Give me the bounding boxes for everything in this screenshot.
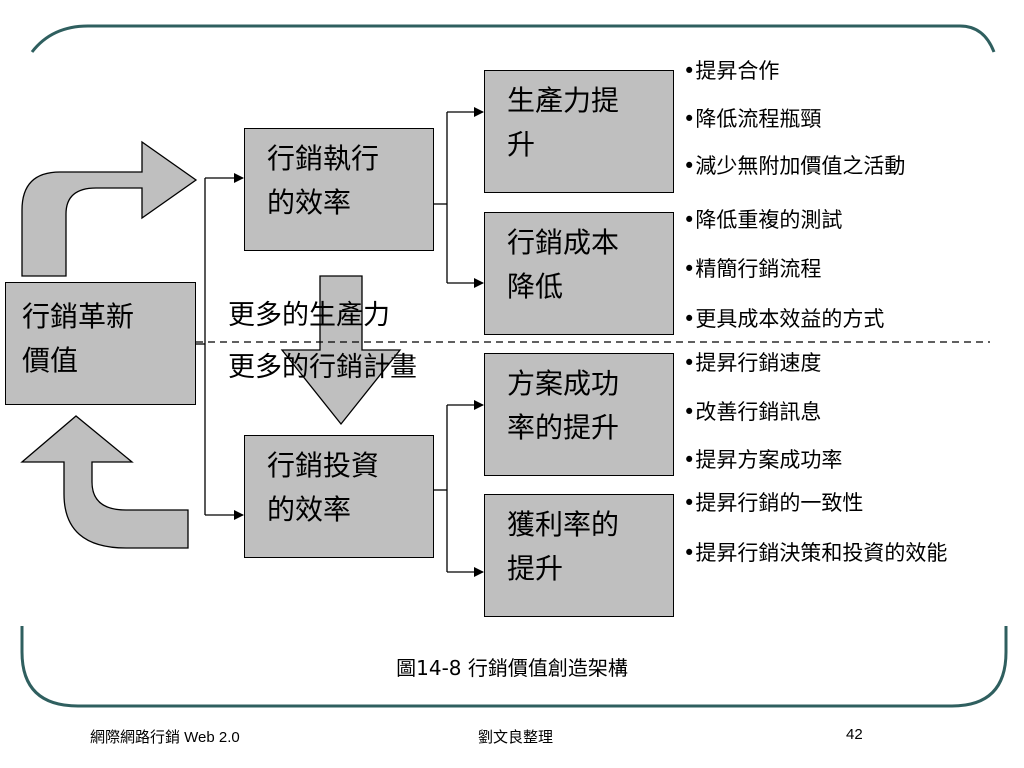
box-profit-line-1: 獲利率的 — [507, 508, 620, 541]
bullet-item: •提昇方案成功率 — [683, 448, 843, 472]
box-plan-line-2: 率的提升 — [507, 411, 620, 444]
bullet-item: •精簡行銷流程 — [683, 257, 822, 281]
footer-author: 劉文良整理 — [478, 729, 554, 746]
box-exec-line-2: 的效率 — [267, 186, 352, 219]
box-exec-line-1: 行銷執行 — [267, 142, 380, 175]
box-marketing-execution-efficiency: 行銷執行 的效率 — [244, 128, 434, 251]
bullet-item: •降低重複的測試 — [683, 208, 843, 232]
figure-caption: 圖14-8 行銷價值創造架構 — [396, 656, 628, 680]
bullet-item: •提昇行銷的一致性 — [683, 491, 864, 515]
bullet-item: •提昇行銷決策和投資的效能 — [683, 541, 948, 565]
bullet-item: •降低流程瓶頸 — [683, 107, 822, 131]
box-invest-line-1: 行銷投資 — [267, 449, 380, 482]
box-productivity-line-2: 升 — [507, 128, 536, 161]
box-plan-success-rate: 方案成功 率的提升 — [484, 353, 674, 476]
box-cost-line-2: 降低 — [507, 270, 564, 303]
down-arrow-icon — [280, 275, 402, 426]
box-profitability-improvement: 獲利率的 提升 — [484, 494, 674, 617]
curved-arrow-back-icon — [20, 415, 189, 549]
center-text-more-productivity: 更多的生產力 — [228, 300, 390, 331]
root-box-line-1: 行銷革新 — [22, 300, 135, 333]
root-box-line-2: 價值 — [22, 344, 79, 377]
bullet-item: •減少無附加價值之活動 — [683, 154, 906, 178]
bullet-item: •更具成本效益的方式 — [683, 307, 885, 331]
box-plan-line-1: 方案成功 — [507, 367, 620, 400]
box-cost-line-1: 行銷成本 — [507, 226, 620, 259]
box-productivity-line-1: 生產力提 — [507, 84, 620, 117]
footer-page-number: 42 — [846, 726, 863, 743]
box-productivity-improvement: 生產力提 升 — [484, 70, 674, 193]
footer-course-title: 網際網路行銷 Web 2.0 — [90, 729, 240, 746]
slide-frame-bottom — [20, 626, 1008, 708]
box-marketing-investment-efficiency: 行銷投資 的效率 — [244, 435, 434, 558]
box-marketing-cost-reduction: 行銷成本 降低 — [484, 212, 674, 335]
curved-arrow-up-icon — [21, 140, 198, 277]
bullet-item: •提昇合作 — [683, 59, 780, 83]
center-text-more-plans: 更多的行銷計畫 — [228, 352, 417, 383]
root-box: 行銷革新 價值 — [5, 282, 196, 405]
slide-frame-top — [30, 24, 996, 53]
bullet-item: •改善行銷訊息 — [683, 400, 822, 424]
box-profit-line-2: 提升 — [507, 552, 564, 585]
box-invest-line-2: 的效率 — [267, 493, 352, 526]
bullet-item: •提昇行銷速度 — [683, 351, 822, 375]
